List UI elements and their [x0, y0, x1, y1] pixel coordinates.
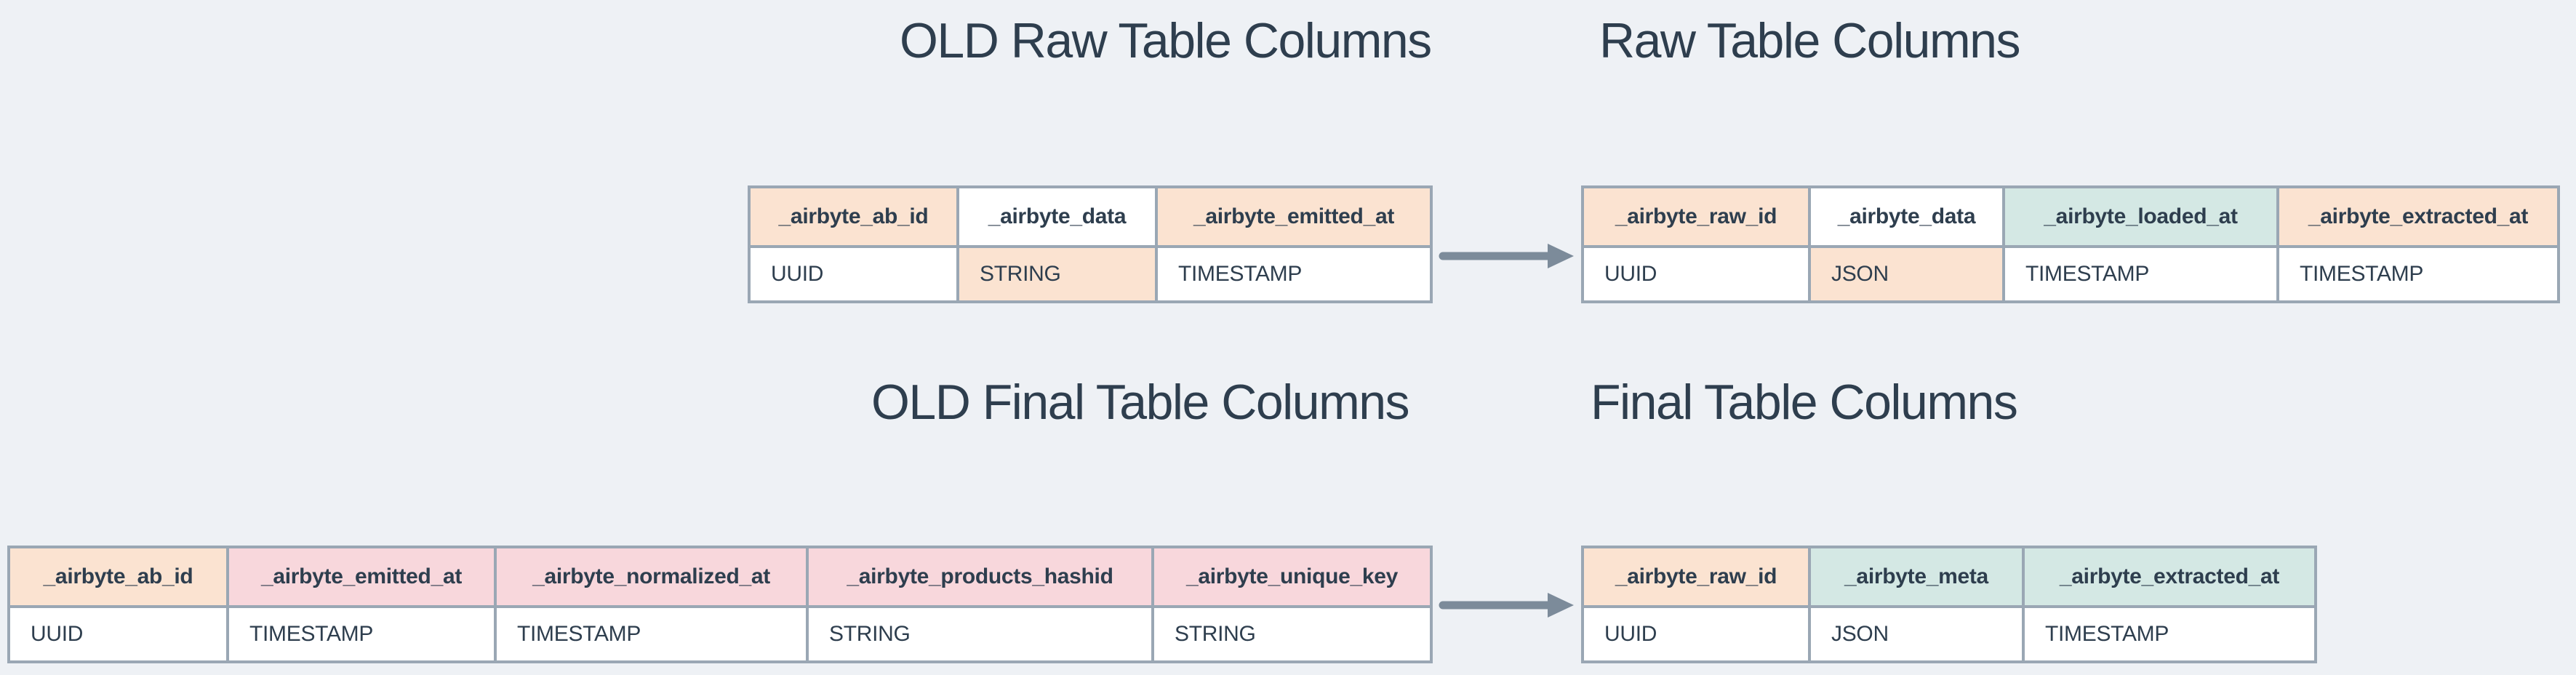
column-name-cell: _airbyte_raw_id	[1581, 546, 1811, 608]
right-arrow-icon	[1439, 244, 1574, 268]
table-type-row: UUID JSON TIMESTAMP TIMESTAMP	[1581, 245, 2560, 303]
table-header-row: _airbyte_raw_id _airbyte_data _airbyte_l…	[1581, 185, 2560, 248]
column-type-cell: UUID	[1581, 605, 1811, 663]
right-arrow-icon	[1439, 593, 1574, 618]
column-name-cell: _airbyte_emitted_at	[226, 546, 497, 608]
column-type-cell: UUID	[7, 605, 229, 663]
column-name-cell: _airbyte_extracted_at	[2276, 185, 2560, 248]
table-header-row: _airbyte_ab_id _airbyte_emitted_at _airb…	[7, 546, 1433, 608]
column-type-cell: STRING	[1151, 605, 1433, 663]
column-type-cell: TIMESTAMP	[226, 605, 497, 663]
final-table: _airbyte_raw_id _airbyte_meta _airbyte_e…	[1581, 546, 2317, 663]
table-header-row: _airbyte_raw_id _airbyte_meta _airbyte_e…	[1581, 546, 2317, 608]
column-name-cell: _airbyte_data	[956, 185, 1158, 248]
old-final-table-title: OLD Final Table Columns	[871, 375, 1410, 430]
column-name-cell: _airbyte_unique_key	[1151, 546, 1433, 608]
column-name-cell: _airbyte_loaded_at	[2002, 185, 2279, 248]
raw-table-title: Raw Table Columns	[1599, 13, 2020, 68]
column-type-cell: UUID	[1581, 245, 1811, 303]
column-name-cell: _airbyte_products_hashid	[806, 546, 1154, 608]
column-type-cell: STRING	[806, 605, 1154, 663]
column-type-cell: UUID	[748, 245, 959, 303]
column-type-cell: STRING	[956, 245, 1158, 303]
column-type-cell: TIMESTAMP	[1155, 245, 1433, 303]
column-name-cell: _airbyte_ab_id	[748, 185, 959, 248]
column-name-cell: _airbyte_emitted_at	[1155, 185, 1433, 248]
table-header-row: _airbyte_ab_id _airbyte_data _airbyte_em…	[748, 185, 1433, 248]
column-type-cell: TIMESTAMP	[494, 605, 809, 663]
column-type-cell: TIMESTAMP	[2276, 245, 2560, 303]
final-table-title: Final Table Columns	[1591, 375, 2018, 430]
column-type-cell: JSON	[1808, 245, 2005, 303]
column-type-cell: JSON	[1808, 605, 2025, 663]
table-type-row: UUID TIMESTAMP TIMESTAMP STRING STRING	[7, 605, 1433, 663]
old-raw-table: _airbyte_ab_id _airbyte_data _airbyte_em…	[748, 185, 1433, 303]
column-name-cell: _airbyte_raw_id	[1581, 185, 1811, 248]
column-name-cell: _airbyte_data	[1808, 185, 2005, 248]
table-type-row: UUID JSON TIMESTAMP	[1581, 605, 2317, 663]
column-name-cell: _airbyte_ab_id	[7, 546, 229, 608]
column-name-cell: _airbyte_extracted_at	[2022, 546, 2317, 608]
column-name-cell: _airbyte_normalized_at	[494, 546, 809, 608]
old-raw-table-title: OLD Raw Table Columns	[900, 13, 1432, 68]
old-final-table: _airbyte_ab_id _airbyte_emitted_at _airb…	[7, 546, 1433, 663]
column-type-cell: TIMESTAMP	[2022, 605, 2317, 663]
column-type-cell: TIMESTAMP	[2002, 245, 2279, 303]
column-name-cell: _airbyte_meta	[1808, 546, 2025, 608]
raw-table: _airbyte_raw_id _airbyte_data _airbyte_l…	[1581, 185, 2560, 303]
table-type-row: UUID STRING TIMESTAMP	[748, 245, 1433, 303]
